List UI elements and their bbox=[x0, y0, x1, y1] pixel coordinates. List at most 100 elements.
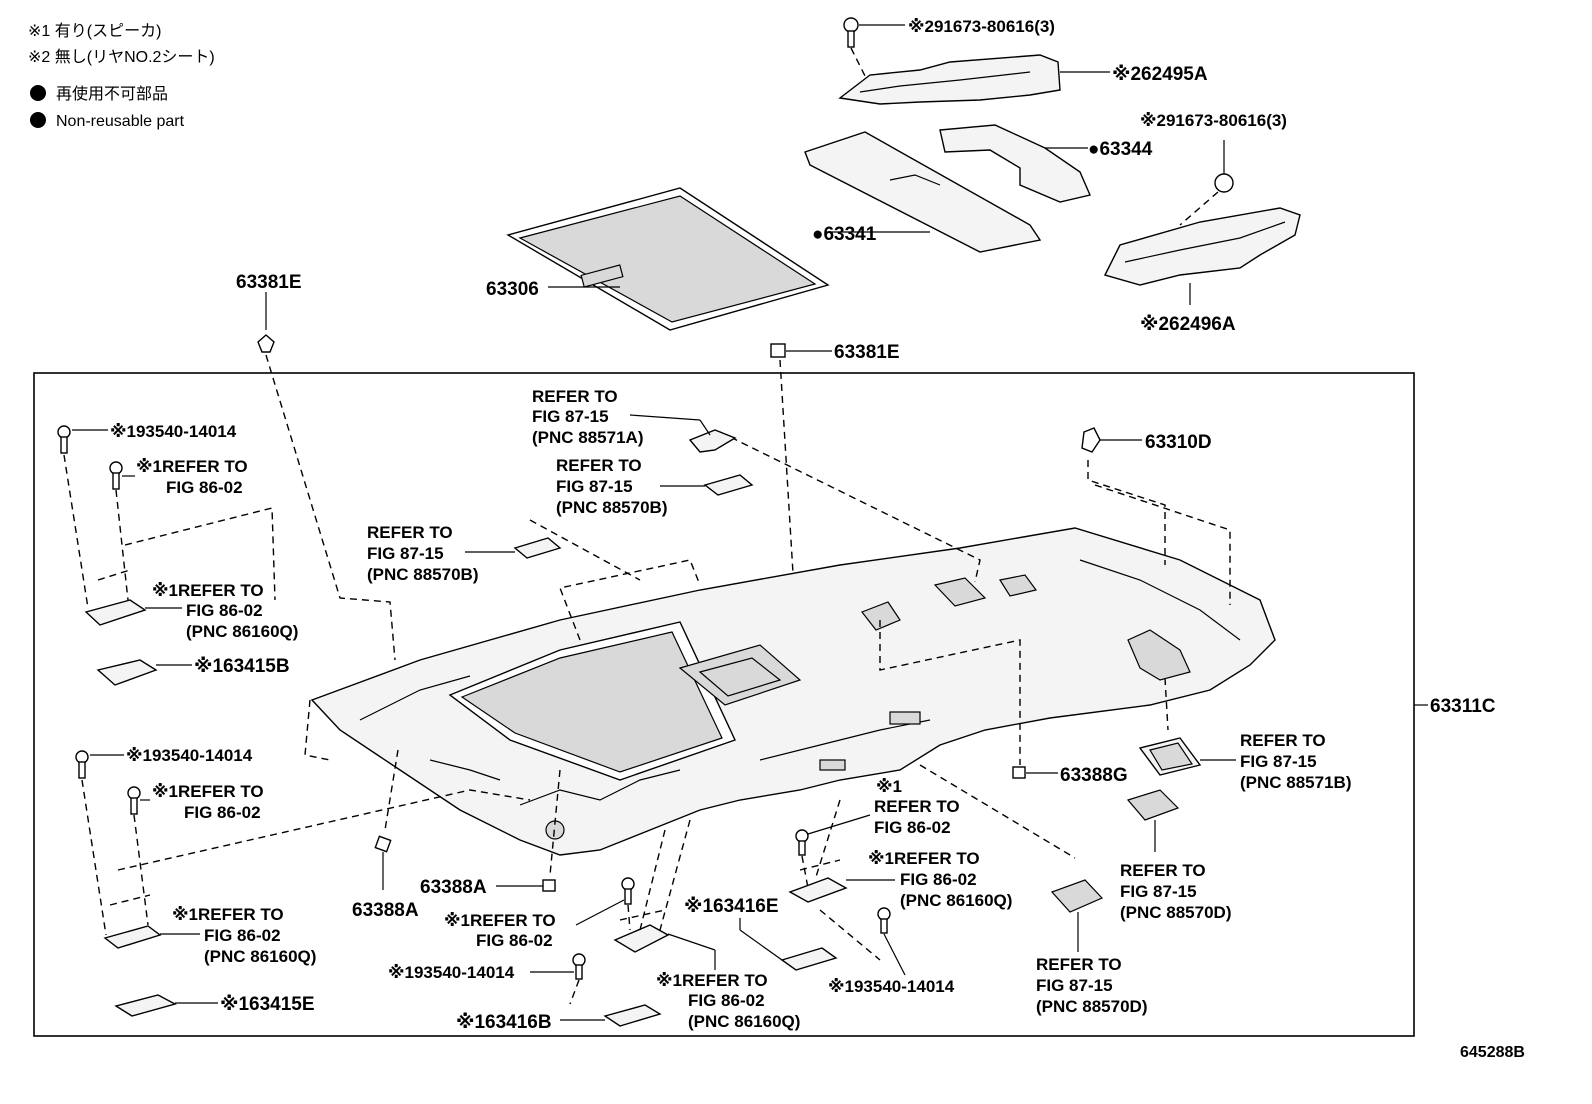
label-93540-1: ※193540-14014 bbox=[110, 422, 237, 441]
screw-93540-1 bbox=[57, 425, 108, 609]
svg-text:※1REFER TO: ※1REFER TO bbox=[152, 782, 264, 801]
clip-63388A-a bbox=[374, 835, 392, 890]
svg-text:(PNC 88571B): (PNC 88571B) bbox=[1240, 773, 1352, 792]
screw-91673-right bbox=[1179, 140, 1234, 226]
svg-text:FIG 86-02: FIG 86-02 bbox=[204, 926, 281, 945]
ref-86-c1: ※1 REFER TO FIG 86-02 bbox=[874, 777, 960, 837]
svg-text:※1REFER TO: ※1REFER TO bbox=[656, 971, 768, 990]
ref-86-c2: ※1REFER TO FIG 86-02 (PNC 86160Q) bbox=[868, 849, 1012, 910]
label-62496A: ※262496A bbox=[1140, 314, 1236, 335]
non-reusable-dot-icon bbox=[30, 112, 46, 128]
lamp-88570D-a bbox=[1126, 789, 1180, 852]
svg-text:FIG 86-02: FIG 86-02 bbox=[166, 478, 243, 497]
label-63388A-a: 63388A bbox=[420, 877, 487, 898]
clip-63388A-b bbox=[496, 879, 556, 892]
svg-text:REFER TO: REFER TO bbox=[874, 797, 960, 816]
screw-86-c1 bbox=[795, 814, 871, 889]
svg-text:FIG 87-15: FIG 87-15 bbox=[556, 477, 633, 496]
svg-text:(PNC 88570B): (PNC 88570B) bbox=[556, 498, 668, 517]
svg-text:※1: ※1 bbox=[876, 777, 902, 796]
clip-63381E-left bbox=[257, 292, 396, 661]
legend-nonreuse-jp: 再使用不可部品 bbox=[56, 85, 168, 103]
label-93540-2: ※193540-14014 bbox=[126, 746, 253, 765]
svg-text:※1REFER TO: ※1REFER TO bbox=[136, 457, 248, 476]
label-63381E-mid: 63381E bbox=[834, 342, 900, 363]
svg-text:REFER TO: REFER TO bbox=[1036, 955, 1122, 974]
label-91673-top: ※291673-80616(3) bbox=[908, 17, 1055, 36]
svg-text:FIG 87-15: FIG 87-15 bbox=[1240, 752, 1317, 771]
ref-86-mid1: ※1REFER TO FIG 86-02 bbox=[444, 911, 556, 950]
svg-text:(PNC 88570D): (PNC 88570D) bbox=[1120, 903, 1232, 922]
label-93540-4: ※193540-14014 bbox=[828, 977, 955, 996]
ref-88571A: REFER TO FIG 87-15 (PNC 88571A) bbox=[532, 387, 644, 447]
screw-91673-top bbox=[843, 17, 905, 79]
clip-63388G bbox=[1012, 766, 1058, 779]
label-63416E: ※163416E bbox=[684, 896, 779, 917]
svg-text:(PNC 88571A): (PNC 88571A) bbox=[532, 428, 644, 447]
svg-text:(PNC 88570B): (PNC 88570B) bbox=[367, 565, 479, 584]
ref-86-lb2: ※1REFER TO FIG 86-02 (PNC 86160Q) bbox=[172, 905, 316, 966]
lamp-88570B-left bbox=[465, 537, 562, 559]
svg-text:※1REFER TO: ※1REFER TO bbox=[868, 849, 980, 868]
non-reusable-dot-icon bbox=[30, 85, 46, 101]
lamp-88570D-b bbox=[1050, 879, 1104, 952]
ref-88570D-b: REFER TO FIG 87-15 (PNC 88570D) bbox=[1036, 955, 1148, 1016]
label-62495A: ※262495A bbox=[1112, 64, 1208, 85]
svg-text:(PNC 86160Q): (PNC 86160Q) bbox=[900, 891, 1012, 910]
label-63388G: 63388G bbox=[1060, 765, 1128, 786]
bracket-62496A bbox=[1103, 207, 1301, 305]
svg-text:※1REFER TO: ※1REFER TO bbox=[172, 905, 284, 924]
svg-text:(PNC 86160Q): (PNC 86160Q) bbox=[688, 1012, 800, 1031]
ref-88570D-a: REFER TO FIG 87-15 (PNC 88570D) bbox=[1120, 861, 1232, 922]
bracket-63416E bbox=[739, 918, 838, 971]
svg-text:REFER TO: REFER TO bbox=[1240, 731, 1326, 750]
screw-93540-4 bbox=[877, 907, 906, 976]
svg-text:REFER TO: REFER TO bbox=[367, 523, 453, 542]
legend-nonreuse-en: Non-reusable part bbox=[56, 113, 185, 130]
svg-text:FIG 86-02: FIG 86-02 bbox=[476, 931, 553, 950]
ref-86-lt1: ※1REFER TO FIG 86-02 bbox=[136, 457, 248, 497]
svg-text:FIG 86-02: FIG 86-02 bbox=[186, 601, 263, 620]
svg-text:FIG 86-02: FIG 86-02 bbox=[184, 803, 261, 822]
pad-63341 bbox=[804, 131, 1042, 253]
bracket-63415E bbox=[114, 994, 218, 1017]
ref-88570B-top: REFER TO FIG 87-15 (PNC 88570B) bbox=[556, 456, 668, 517]
svg-text:FIG 87-15: FIG 87-15 bbox=[532, 407, 609, 426]
svg-text:FIG 87-15: FIG 87-15 bbox=[367, 544, 444, 563]
speaker-86160Q-mid bbox=[613, 924, 716, 970]
svg-text:FIG 87-15: FIG 87-15 bbox=[1120, 882, 1197, 901]
screw-86-lb1 bbox=[127, 786, 150, 926]
label-63381E-left: 63381E bbox=[236, 272, 302, 293]
svg-text:(PNC 86160Q): (PNC 86160Q) bbox=[186, 622, 298, 641]
svg-text:(PNC 88570D): (PNC 88570D) bbox=[1036, 997, 1148, 1016]
label-63415B: ※163415B bbox=[194, 656, 290, 677]
bracket-63416B bbox=[560, 1004, 662, 1027]
svg-text:FIG 86-02: FIG 86-02 bbox=[900, 870, 977, 889]
speaker-86160Q-lb bbox=[103, 925, 200, 949]
svg-text:REFER TO: REFER TO bbox=[532, 387, 618, 406]
clip-63310D bbox=[1081, 427, 1142, 453]
svg-text:(PNC 86160Q): (PNC 86160Q) bbox=[204, 947, 316, 966]
label-63416B: ※163416B bbox=[456, 1012, 552, 1033]
lamp-88571A bbox=[629, 414, 737, 453]
ref-86-mid2: ※1REFER TO FIG 86-02 (PNC 86160Q) bbox=[656, 971, 800, 1031]
svg-text:FIG 86-02: FIG 86-02 bbox=[874, 818, 951, 837]
screw-86-mid1 bbox=[575, 877, 635, 931]
speaker-86160Q-lt bbox=[84, 599, 182, 626]
legend-note-1: ※1 有り(スピーカ) bbox=[28, 22, 161, 40]
label-63306: 63306 bbox=[486, 279, 539, 300]
label-63344: ●63344 bbox=[1088, 139, 1153, 160]
label-63415E: ※163415E bbox=[220, 994, 315, 1015]
ref-86-lb1: ※1REFER TO FIG 86-02 bbox=[152, 782, 264, 822]
screw-93540-3 bbox=[530, 953, 586, 1005]
ref-88571B: REFER TO FIG 87-15 (PNC 88571B) bbox=[1240, 731, 1352, 792]
label-93540-3: ※193540-14014 bbox=[388, 963, 515, 982]
ref-86-lt2: ※1REFER TO FIG 86-02 (PNC 86160Q) bbox=[152, 581, 298, 641]
lamp-88571B bbox=[1138, 737, 1236, 776]
screw-86-lt1 bbox=[109, 461, 135, 601]
pad-63344 bbox=[939, 124, 1091, 203]
legend: ※1 有り(スピーカ) ※2 無し(リヤNO.2シート) 再使用不可部品 Non… bbox=[28, 22, 215, 130]
label-63310D: 63310D bbox=[1145, 432, 1212, 453]
